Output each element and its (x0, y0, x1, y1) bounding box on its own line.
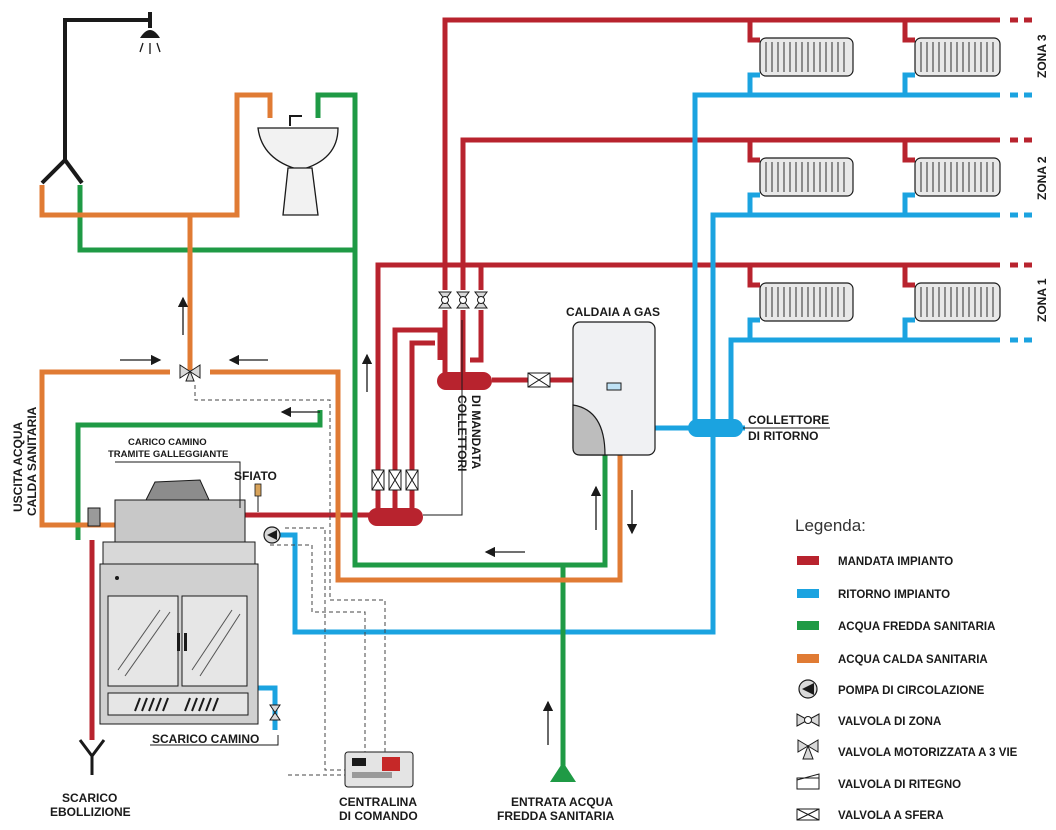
swatch-red (797, 556, 819, 565)
control-unit (344, 751, 414, 788)
float-fill-label-2: TRAMITE GALLEGGIANTE (108, 449, 228, 460)
boil-drain-label-2: EBOLLIZIONE (50, 805, 131, 819)
cold-water-pipes (75, 92, 608, 782)
discharge-valve (269, 704, 281, 721)
legend-item-return: RITORNO IMPIANTO (838, 589, 950, 601)
return-collector-label-2: DI RITORNO (748, 429, 818, 443)
boil-drain-label-1: SCARICO (62, 791, 117, 805)
radiator (914, 37, 1001, 77)
legend-item-three-way: VALVOLA MOTORIZZATA A 3 VIE (838, 747, 1018, 759)
legend-item-supply: MANDATA IMPIANTO (838, 556, 953, 568)
legend-item-cold-water: ACQUA FREDDA SANITARIA (838, 621, 995, 633)
zone-valve-icon (796, 713, 820, 727)
supply-collectors-label-2: DI MANDATA (469, 395, 483, 470)
fireplace-stove (87, 479, 259, 725)
return-collector-label-1: COLLETTORE (748, 413, 829, 427)
control-unit-label-1: CENTRALINA (339, 795, 417, 809)
radiator (759, 37, 854, 77)
check-valve (527, 372, 551, 388)
ball-valve-icon (796, 808, 820, 821)
leader-lines (115, 320, 830, 746)
legend-title: Legenda: (795, 516, 866, 535)
float-fill-label-1: CARICO CAMINO (128, 437, 207, 448)
radiator (914, 157, 1001, 197)
gas-boiler (572, 321, 656, 456)
hot-outlet-label-1: USCITA ACQUA (11, 421, 25, 512)
swatch-blue (797, 589, 819, 598)
hot-water-pipes (39, 92, 623, 583)
legend-item-pump: POMPA DI CIRCOLAZIONE (838, 685, 985, 697)
air-vent-label: SFIATO (234, 469, 277, 483)
zone-1-label: ZONA 1 (1035, 278, 1049, 322)
boiler-label: CALDAIA A GAS (566, 305, 660, 319)
labels: CALDAIA A GAS COLLETTORI DI MANDATA COLL… (11, 34, 1049, 823)
flow-arrows (120, 296, 638, 745)
zone-2-label: ZONA 2 (1035, 156, 1049, 200)
cold-inlet-label-2: FREDDA SANITARIA (497, 809, 615, 823)
zone-valves (438, 291, 488, 309)
swatch-orange (797, 654, 819, 663)
check-valve-icon (796, 773, 820, 790)
shower (40, 12, 161, 185)
hot-outlet-label-2: CALDA SANITARIA (25, 406, 39, 516)
control-unit-label-2: DI COMANDO (339, 809, 418, 823)
radiator (759, 157, 854, 197)
circulation-pump (263, 526, 281, 544)
legend: Legenda: MANDATA IMPIANTO RITORNO IMPIAN… (795, 516, 1018, 822)
drain-funnel (78, 739, 106, 775)
legend-item-ball-valve: VALVOLA A SFERA (838, 810, 944, 822)
three-way-valve (179, 364, 201, 382)
return-pipes (250, 72, 1000, 730)
radiator (759, 282, 854, 322)
control-wiring (194, 385, 386, 776)
air-vent (254, 483, 262, 512)
three-way-valve-icon (797, 739, 819, 760)
cold-inlet-label-1: ENTRATA ACQUA (511, 795, 613, 809)
washbasin (257, 115, 339, 216)
radiators (759, 37, 1001, 322)
zone-3-label: ZONA 3 (1035, 34, 1049, 78)
legend-item-check-valve: VALVOLA DI RITEGNO (838, 779, 961, 791)
legend-item-hot-water: ACQUA CALDA SANITARIA (838, 654, 988, 666)
swatch-green (797, 621, 819, 630)
pump-icon (798, 679, 818, 699)
radiator (914, 282, 1001, 322)
ball-valves (371, 469, 419, 491)
supply-collectors-label-1: COLLETTORI (455, 395, 469, 471)
legend-item-zone-valve: VALVOLA DI ZONA (838, 716, 941, 728)
stove-drain-label: SCARICO CAMINO (152, 732, 259, 746)
pipe-continuation-marks (1010, 17, 1032, 343)
